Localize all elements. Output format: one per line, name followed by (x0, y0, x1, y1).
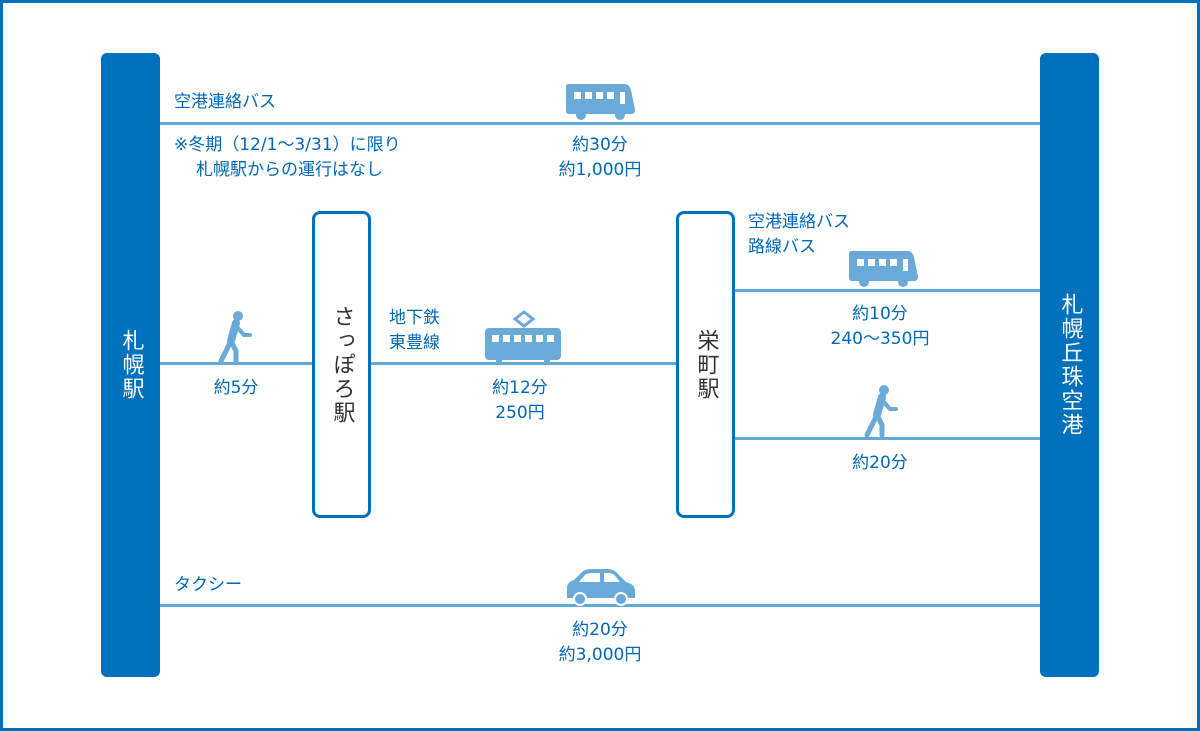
taxi-car-icon (567, 569, 635, 606)
bus-line-2 (735, 289, 1040, 292)
sapporo-station-bar: 札幌駅 (101, 53, 160, 677)
subway-fare: 250円 (495, 403, 545, 423)
okadama-airport-bar: 札幌丘珠空港 (1040, 53, 1099, 677)
walk2-time: 約20分 (852, 453, 908, 473)
walk-line-1 (160, 362, 312, 365)
subway-line (371, 362, 676, 365)
bus2-time: 約10分 (852, 304, 908, 324)
taxi-time: 約20分 (572, 620, 628, 640)
taxi-fare: 約3,000円 (558, 645, 642, 665)
walk-line-2 (735, 437, 1040, 440)
sakaemachi-station: 栄町駅 (676, 211, 735, 518)
sapporo-subway-station: さっぽろ駅 (312, 211, 371, 518)
taxi-label: タクシー (174, 575, 242, 595)
bus-icon (566, 84, 635, 120)
tram-icon (485, 310, 561, 364)
winter-note-2: 札幌駅からの運行はなし (196, 160, 383, 180)
walk1-time: 約5分 (213, 378, 259, 398)
subway-label-2: 東豊線 (389, 333, 440, 353)
bus2-label-1: 空港連絡バス (748, 212, 850, 232)
subway-label-1: 地下鉄 (389, 308, 440, 328)
subway-time: 約12分 (492, 378, 548, 398)
airport-bus-label: 空港連絡バス (174, 92, 276, 112)
airport-bus-time: 約30分 (572, 135, 628, 155)
airport-bus-fare: 約1,000円 (558, 160, 642, 180)
bus-icon-2 (849, 251, 918, 287)
taxi-line (160, 604, 1040, 607)
walking-person-icon (218, 311, 252, 363)
walking-person-icon-2 (864, 385, 898, 437)
bus2-fare: 240〜350円 (830, 329, 930, 349)
airport-bus-line (160, 122, 1040, 125)
winter-note-1: ※冬期（12/1〜3/31）に限り (174, 135, 401, 155)
bus2-label-2: 路線バス (748, 237, 816, 257)
